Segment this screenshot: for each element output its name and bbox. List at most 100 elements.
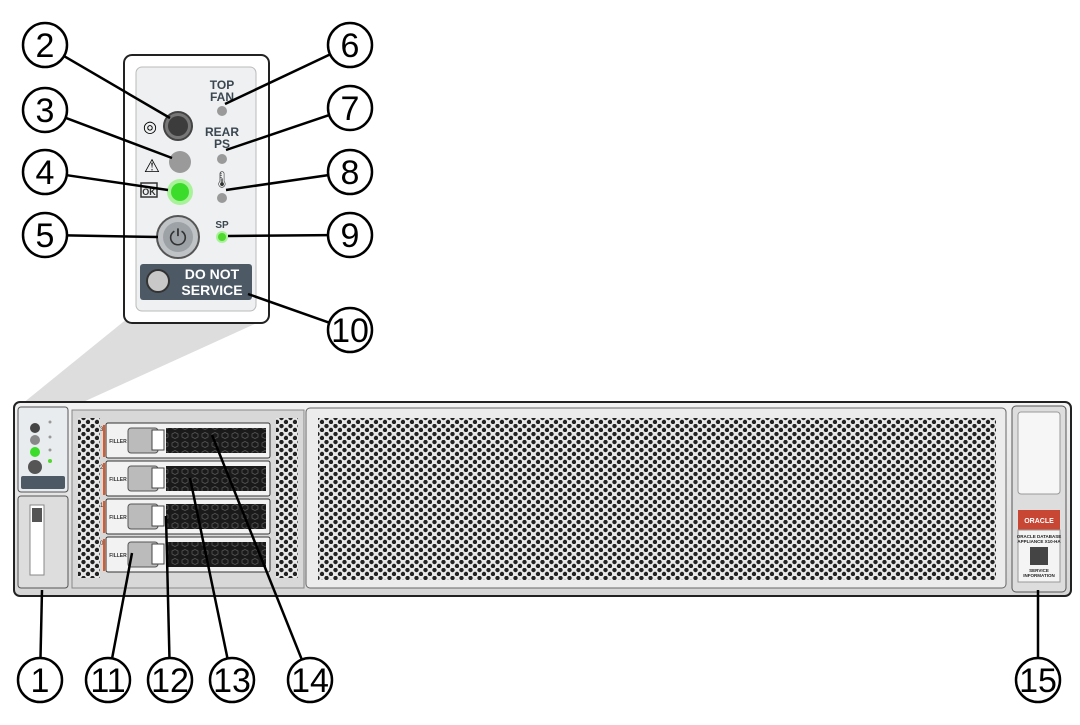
thermometer-icon: 🌡 (212, 171, 232, 189)
filler-label: FILLER (109, 439, 127, 445)
top-fan-led (217, 106, 227, 116)
callout-5: 5 (21, 211, 159, 259)
callout-11: 11 (84, 552, 134, 704)
fault-led (169, 151, 191, 173)
rear-ps-label-2: PS (214, 137, 230, 151)
callout-number: 10 (331, 312, 369, 350)
callout-number: 9 (341, 217, 360, 255)
leader-line (63, 55, 171, 120)
callout-number: 7 (341, 90, 360, 128)
callout-circle (21, 148, 69, 196)
rear-ps-label-1: REAR (205, 125, 239, 139)
callout-4: 4 (21, 148, 169, 196)
filler-grille (166, 542, 266, 567)
callout-number: 14 (291, 662, 329, 700)
filler-label: FILLER (109, 515, 127, 521)
callout-number: 3 (36, 92, 55, 130)
callout-1: 1 (16, 589, 64, 704)
leader-line (210, 434, 303, 661)
leader-line (164, 515, 171, 659)
callout-7: 7 (225, 84, 374, 152)
callout-circle (326, 306, 374, 354)
filler-grille (166, 504, 266, 529)
ok-led (171, 183, 189, 201)
sp-led (218, 233, 226, 241)
filler-label: FILLER (109, 553, 127, 559)
callout-10: 10 (247, 292, 374, 354)
callout-3: 3 (21, 86, 173, 160)
leader-line (65, 116, 173, 160)
callout-circle (16, 656, 64, 704)
sp-label: SP (215, 220, 229, 231)
qr-code (1030, 547, 1048, 565)
callout-circle (326, 211, 374, 259)
release-latch[interactable] (151, 505, 165, 527)
slot-marker (103, 425, 105, 457)
callout-number: 8 (341, 154, 360, 192)
oracle-brand-badge (1018, 510, 1060, 530)
callout-number: 12 (151, 662, 189, 700)
release-latch[interactable] (151, 467, 165, 489)
callout-circle (146, 656, 194, 704)
callout-number: 11 (90, 662, 125, 700)
leader-line (224, 53, 331, 106)
leader-line (188, 477, 229, 659)
power-icon: ⏻ (169, 225, 186, 250)
slot-marker (103, 463, 105, 495)
callout-circle (208, 656, 256, 704)
callout-2: 2 (21, 21, 171, 120)
callout-circle (21, 211, 69, 259)
temperature-led (217, 193, 227, 203)
service-label-2: INFORMATION (1023, 573, 1054, 578)
callout-12: 12 (146, 515, 194, 704)
slot-number: 2 (100, 465, 104, 471)
callout-number: 6 (341, 27, 360, 65)
slot-marker (103, 501, 105, 533)
callout-circle (326, 84, 374, 132)
filler-label: FILLER (109, 477, 127, 483)
brand-label: ORACLE (1024, 518, 1054, 525)
leader-line (66, 173, 169, 192)
ok-label: OK (142, 187, 156, 197)
callout-number: 1 (31, 662, 50, 700)
do-not-service-label-1: DO NOT (185, 266, 240, 282)
callout-13: 13 (188, 477, 256, 704)
callout-number: 5 (36, 217, 55, 255)
release-latch[interactable] (151, 429, 165, 451)
callout-14: 14 (210, 434, 334, 704)
slot-number: 1 (100, 503, 104, 509)
filler-grille (166, 428, 266, 453)
callout-circle (326, 21, 374, 69)
callout-circle (21, 21, 69, 69)
callout-circle (84, 656, 132, 704)
callout-15: 15 (1014, 590, 1062, 704)
release-latch[interactable] (151, 543, 165, 565)
product-label-1: ORACLE DATABASE (1017, 534, 1062, 539)
leader-line (227, 233, 329, 238)
product-label-2: APPLIANCE X10-HA (1017, 539, 1061, 544)
leader-line (66, 234, 159, 239)
leader-line (225, 113, 330, 152)
callout-9: 9 (227, 211, 374, 259)
callout-8: 8 (225, 148, 374, 196)
filler-grille (166, 466, 266, 491)
callout-number: 15 (1019, 662, 1057, 700)
callout-number: 2 (36, 27, 55, 65)
slot-marker (103, 539, 105, 571)
slot-number: 0 (100, 541, 104, 547)
leader-line (110, 552, 134, 659)
do-not-service-led (146, 269, 170, 293)
callout-circle (21, 86, 69, 134)
callout-number: 4 (36, 154, 55, 192)
rear-ps-led (217, 154, 227, 164)
zoomed-control-panel: ◎ ⚠ OK ⏻ TOP FAN REAR PS 🌡 SP DO NOT SER… (123, 54, 270, 324)
locator-icon: ◎ (143, 119, 157, 136)
leader-line (247, 292, 330, 324)
top-fan-label-1: TOP (210, 78, 234, 92)
